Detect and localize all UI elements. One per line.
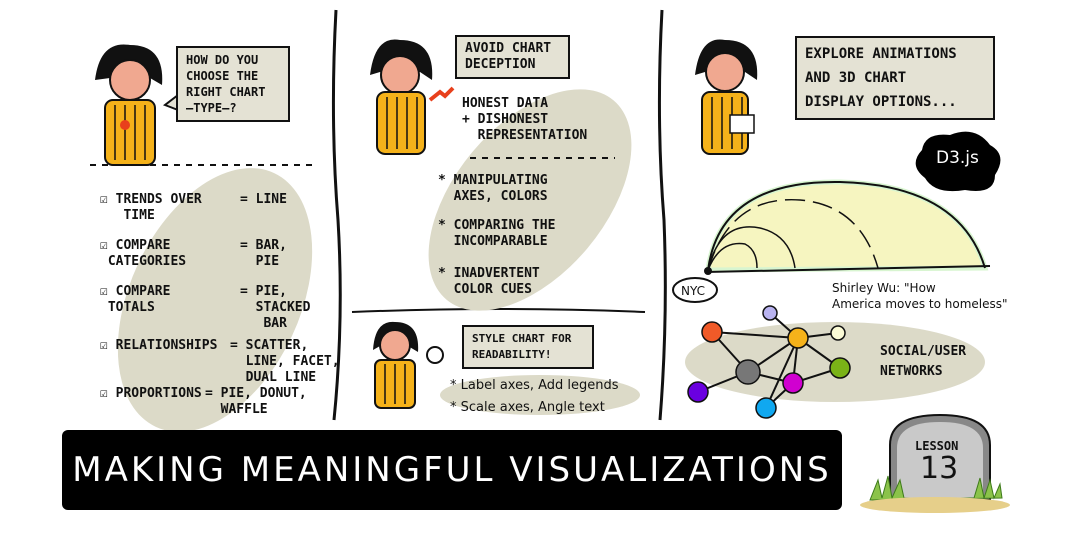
checklist-item: ☑ COMPARE CATEGORIES bbox=[100, 238, 186, 270]
animations-bubble: EXPLORE ANIMATIONS AND 3D CHART DISPLAY … bbox=[795, 36, 995, 120]
middle-ellipse bbox=[428, 89, 632, 311]
use-case: COMPARE TOTALS bbox=[107, 284, 171, 315]
network-label: SOCIAL/USER NETWORKS bbox=[880, 344, 967, 379]
nyc-circle bbox=[672, 277, 718, 303]
deception-point: * INADVERTENT COLOR CUES bbox=[438, 266, 540, 297]
ground bbox=[860, 497, 1010, 513]
network-node bbox=[782, 372, 804, 394]
use-case: COMPARE CATEGORIES bbox=[107, 238, 187, 269]
network-node bbox=[830, 325, 846, 341]
chart-type: = BAR, PIE bbox=[240, 238, 287, 269]
divider-left bbox=[331, 9, 342, 421]
chart-type: = LINE bbox=[240, 192, 287, 207]
credit-text: Shirley Wu: "How America moves to homele… bbox=[832, 281, 1008, 311]
checklist-item: ☑ TRENDS OVER TIME bbox=[100, 192, 202, 224]
chart-type: = PIE, STACKED BAR bbox=[240, 284, 311, 331]
left-ellipse bbox=[117, 168, 313, 432]
readability-bubble: STYLE CHART FOR READABILITY! bbox=[462, 325, 594, 369]
deception-bubble: AVOID CHART DECEPTION bbox=[455, 35, 570, 79]
speech-pointer bbox=[162, 94, 179, 111]
page-title: MAKING MEANINGFUL VISUALIZATIONS bbox=[72, 450, 832, 490]
lesson-label: LESSON bbox=[915, 439, 959, 453]
title-banner: MAKING MEANINGFUL VISUALIZATIONS bbox=[62, 430, 842, 510]
network-node bbox=[687, 381, 709, 403]
use-case: RELATIONSHIPS bbox=[115, 338, 218, 353]
grass-icon bbox=[869, 475, 1003, 501]
person-right-icon bbox=[695, 39, 758, 155]
lesson-number: 13 bbox=[920, 451, 959, 486]
arc-chart bbox=[672, 179, 991, 303]
honest-data-text: HONEST DATA + DISHONEST REPRESENTATION bbox=[462, 96, 588, 143]
divider-middle-horizontal bbox=[351, 308, 646, 313]
network-node bbox=[755, 397, 777, 419]
question-bubble: HOW DO YOU CHOOSE THE RIGHT CHART —TYPE—… bbox=[176, 46, 290, 122]
checkbox-icon: ☑ bbox=[100, 192, 116, 207]
style-point: * Label axes, Add legends bbox=[450, 378, 619, 393]
checklist-item: ☑ RELATIONSHIPS bbox=[100, 338, 217, 354]
checkbox-icon: ☑ bbox=[100, 386, 116, 401]
person-style-icon bbox=[373, 321, 444, 409]
network-node bbox=[787, 327, 809, 349]
checklist-item: ☑ COMPARE TOTALS bbox=[100, 284, 170, 316]
d3-label: D3.js bbox=[936, 148, 979, 168]
checkbox-icon: ☑ bbox=[100, 238, 116, 253]
use-case: PROPORTIONS bbox=[115, 386, 202, 401]
style-point: * Scale axes, Angle text bbox=[450, 400, 605, 415]
nyc-label: NYC bbox=[681, 284, 706, 298]
deception-point: * COMPARING THE INCOMPARABLE bbox=[438, 218, 556, 249]
network-node bbox=[829, 357, 851, 379]
network-node bbox=[735, 359, 761, 385]
checkbox-icon: ☑ bbox=[100, 338, 116, 353]
style-ellipse bbox=[440, 375, 640, 415]
checklist-item: ☑ PROPORTIONS bbox=[100, 386, 202, 402]
chart-type: = SCATTER, LINE, FACET, DUAL LINE bbox=[230, 338, 340, 385]
network-node bbox=[701, 321, 723, 343]
person-left-icon bbox=[95, 44, 163, 166]
network-node bbox=[762, 305, 778, 321]
checkbox-icon: ☑ bbox=[100, 284, 116, 299]
use-case: TRENDS OVER TIME bbox=[115, 192, 202, 223]
deception-point: * MANIPULATING AXES, COLORS bbox=[438, 173, 548, 204]
divider-right bbox=[657, 9, 667, 421]
chart-type: = PIE, DONUT, WAFFLE bbox=[205, 386, 307, 417]
d3-cloud bbox=[915, 131, 1001, 192]
person-middle-icon bbox=[370, 39, 455, 155]
